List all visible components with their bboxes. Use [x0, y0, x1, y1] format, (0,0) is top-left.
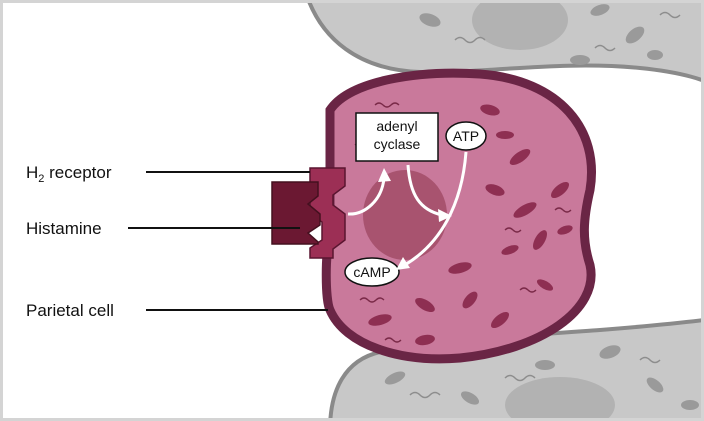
adenyl-cyclase-line1: adenyl — [376, 118, 417, 134]
h2-receptor-label: H2 receptor — [26, 163, 112, 185]
parietal-nucleus — [363, 170, 447, 260]
histamine-label: Histamine — [26, 219, 102, 238]
histamine-molecule — [272, 182, 320, 244]
adenyl-cyclase-line2: cyclase — [374, 136, 421, 152]
camp-label: cAMP — [353, 264, 390, 280]
atp-label: ATP — [453, 128, 479, 144]
parietal-cell-label: Parietal cell — [26, 301, 114, 320]
